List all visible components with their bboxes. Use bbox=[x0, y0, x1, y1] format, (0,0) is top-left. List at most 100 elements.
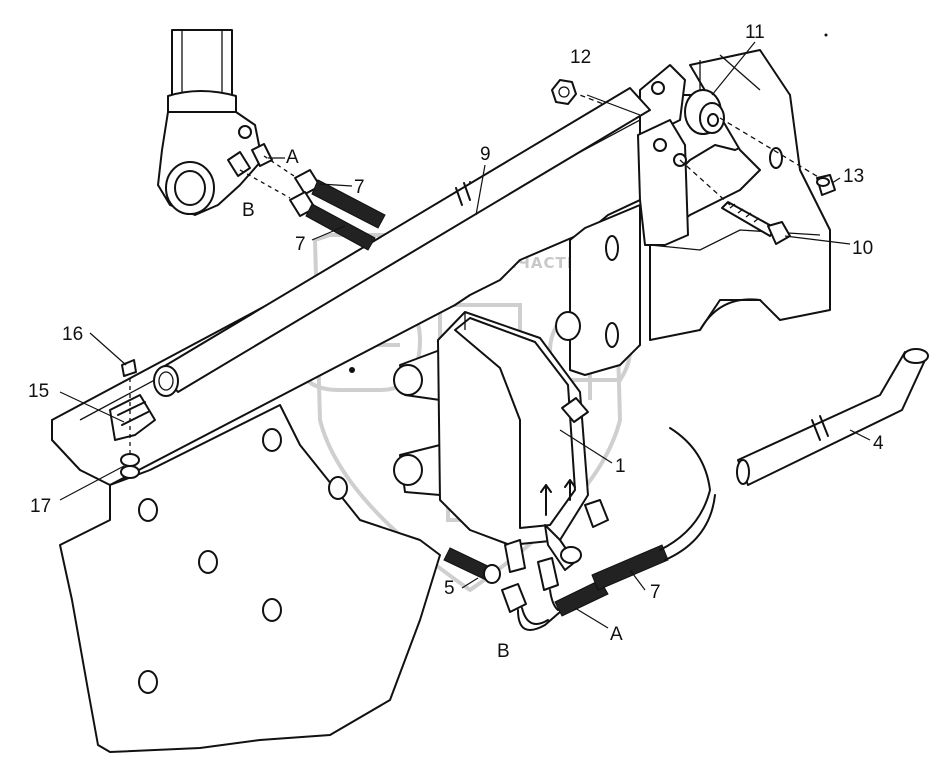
callout-labels: 12 11 9 A B 7 7 13 10 16 15 17 1 4 5 7 A… bbox=[28, 22, 884, 662]
lock-nut-bore bbox=[558, 86, 570, 98]
screw-head bbox=[121, 359, 137, 377]
frame-flange-edge bbox=[51, 419, 81, 471]
rubber-hose-end bbox=[903, 348, 929, 364]
crossmember-arch bbox=[699, 298, 761, 331]
leader-a-bottom bbox=[574, 607, 609, 629]
web-hole-4 bbox=[198, 550, 218, 574]
valve-port-b bbox=[504, 539, 526, 573]
stray-dot bbox=[824, 33, 828, 37]
leader-lines bbox=[59, 41, 871, 629]
rubber-hose-break bbox=[811, 415, 829, 441]
leader-7b bbox=[311, 225, 346, 241]
leader-9 bbox=[475, 164, 486, 216]
fitting-assembly-lines bbox=[239, 155, 301, 199]
chamber-mount-hole bbox=[238, 125, 252, 139]
washer-upper bbox=[120, 453, 140, 467]
leader-12 bbox=[586, 94, 641, 116]
callout-13: 13 bbox=[843, 166, 864, 187]
leader-13 bbox=[831, 177, 841, 184]
callout-15: 15 bbox=[28, 381, 49, 402]
callout-16: 16 bbox=[62, 324, 83, 345]
callout-9: 9 bbox=[480, 144, 491, 165]
web-hole-3 bbox=[138, 498, 158, 522]
chamber-port-bore bbox=[174, 170, 206, 206]
valve-cover-edges bbox=[454, 312, 521, 421]
brake-chamber-fitting bbox=[157, 29, 386, 251]
callout-7-upper: 7 bbox=[354, 177, 365, 198]
lower-hose-assembly bbox=[501, 427, 716, 631]
clip-bracket bbox=[109, 394, 156, 441]
valve-top-stub bbox=[555, 311, 581, 341]
leader-4 bbox=[849, 429, 871, 441]
rubber-bushing-bore bbox=[707, 113, 719, 127]
link-rod-break bbox=[455, 182, 471, 206]
valve-port-a bbox=[537, 557, 559, 591]
leader-16 bbox=[89, 332, 127, 366]
callout-11: 11 bbox=[745, 22, 765, 43]
bolt-thread bbox=[729, 203, 760, 223]
lock-nut-body bbox=[551, 79, 577, 105]
clip-bracket-lines bbox=[117, 401, 149, 426]
callout-17: 17 bbox=[30, 496, 51, 517]
lock-nut bbox=[551, 79, 577, 105]
link-rod bbox=[153, 87, 651, 397]
valve-adjust-bolt bbox=[561, 397, 589, 423]
lower-hose-line-2 bbox=[664, 494, 716, 561]
frame-web-plate bbox=[59, 404, 441, 753]
valve-ear-lower bbox=[393, 454, 423, 486]
chamber-pipe-edges bbox=[181, 30, 223, 100]
valve-ear-upper bbox=[393, 364, 423, 396]
bracket-slot-1 bbox=[605, 235, 619, 261]
callout-a-top: A bbox=[286, 147, 299, 168]
clip-assembly bbox=[109, 359, 156, 479]
lower-hose-line bbox=[659, 427, 711, 551]
lower-hose-spring bbox=[591, 544, 669, 591]
washer-lower bbox=[120, 465, 140, 479]
rubber-hose-end-2 bbox=[736, 459, 750, 485]
lower-tube-b-inner bbox=[521, 607, 549, 625]
lower-tube-a bbox=[549, 589, 559, 611]
lower-fitting-b bbox=[501, 583, 527, 613]
bolt-head bbox=[767, 221, 791, 245]
hose-spring-lower bbox=[305, 203, 376, 251]
web-hole-1 bbox=[262, 428, 282, 452]
leader-10 bbox=[784, 235, 851, 245]
crossmember-box bbox=[649, 49, 831, 341]
lower-tube-b bbox=[517, 609, 561, 631]
bracket-slot-2 bbox=[605, 322, 619, 348]
center-marker-dot bbox=[349, 367, 355, 373]
leader-17 bbox=[59, 465, 125, 501]
leader-5 bbox=[461, 577, 479, 589]
sleeve-end bbox=[816, 177, 830, 187]
callout-a-bottom: A bbox=[610, 624, 623, 645]
link-rod-end bbox=[153, 365, 179, 397]
leader-11 bbox=[711, 41, 756, 96]
leader-15 bbox=[59, 391, 125, 423]
fitting-b-top bbox=[227, 151, 251, 177]
right-bracket-assembly bbox=[569, 49, 836, 376]
bracket-plate bbox=[569, 204, 641, 376]
callout-4: 4 bbox=[873, 433, 884, 454]
assembly-line-bolt bbox=[679, 159, 731, 206]
link-rod-bore bbox=[158, 371, 174, 391]
watermark-shield bbox=[312, 233, 623, 593]
callout-b-bottom: B bbox=[497, 641, 510, 662]
leader-7c bbox=[629, 569, 646, 591]
stud-end bbox=[483, 564, 501, 584]
pneumatic-valve bbox=[393, 311, 609, 591]
valve-side-stub bbox=[584, 499, 609, 528]
web-hole-2 bbox=[328, 476, 348, 500]
valve-arrow-down bbox=[540, 484, 552, 516]
lever-hole-1 bbox=[651, 81, 665, 95]
crossmember-slot bbox=[769, 147, 783, 169]
mounting-stud bbox=[443, 547, 501, 584]
rubber-hose-body bbox=[737, 351, 926, 486]
callout-5: 5 bbox=[444, 578, 455, 599]
web-hole-5 bbox=[262, 598, 282, 622]
lower-hose-nut bbox=[554, 579, 609, 617]
valve-pin bbox=[560, 546, 582, 564]
callout-b-top: B bbox=[242, 200, 255, 221]
callout-7-lower: 7 bbox=[650, 582, 661, 603]
assembly-line-bushing bbox=[719, 117, 821, 179]
